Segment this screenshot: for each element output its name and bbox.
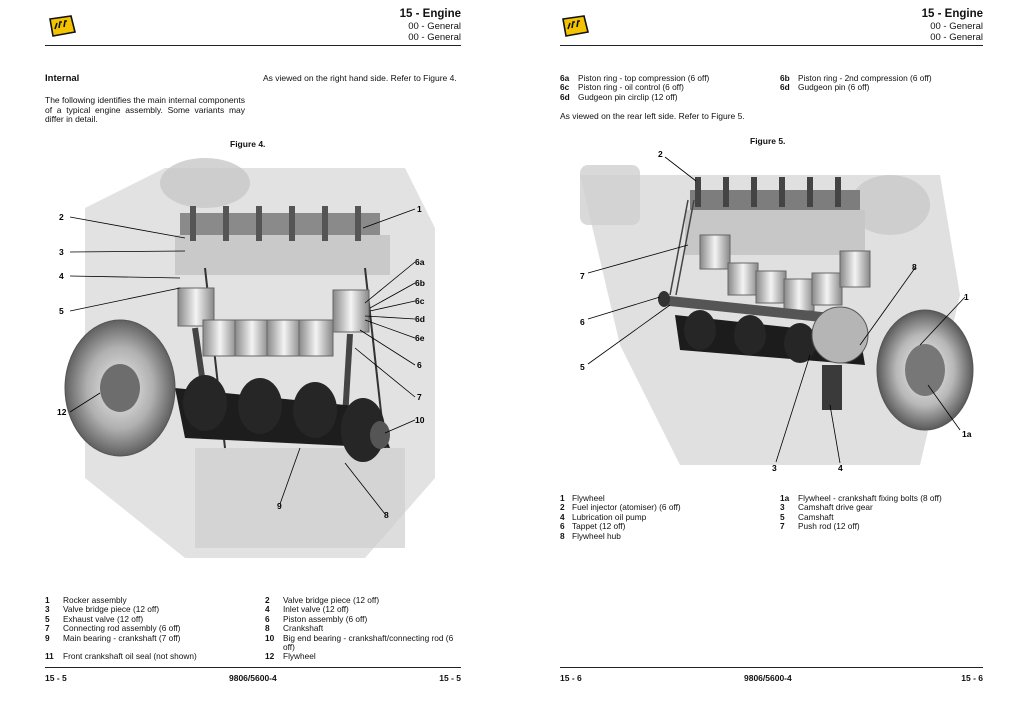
callout-10: 10 xyxy=(415,415,425,425)
callout-1a: 1a xyxy=(962,429,972,439)
callout-6b: 6b xyxy=(415,278,425,288)
footer-rule xyxy=(45,667,461,668)
callout-7: 7 xyxy=(580,271,585,281)
section-heading: Internal xyxy=(45,73,80,84)
page-number: 15 - 5 xyxy=(45,673,67,683)
page-number: 15 - 6 xyxy=(961,673,983,683)
callout-8: 8 xyxy=(912,262,917,272)
chapter-title: 15 - Engine xyxy=(921,8,983,20)
leader-lines xyxy=(587,156,966,464)
engine-figure-rear-left: 2 7 6 5 8 1 1a 3 4 xyxy=(580,149,974,473)
view-note: As viewed on the rear left side. Refer t… xyxy=(560,111,745,121)
page-header: 15 - Engine 00 - General 00 - General xyxy=(400,7,461,43)
jcb-logo-icon xyxy=(49,15,76,37)
header-rule xyxy=(45,45,461,46)
valve-train xyxy=(685,177,865,255)
header-rule xyxy=(560,45,983,46)
callout-6c: 6c xyxy=(415,296,425,306)
camshaft xyxy=(658,291,850,325)
callout-6: 6 xyxy=(580,317,585,327)
callout-6: 6 xyxy=(417,360,422,370)
section-subtitle: 00 - General xyxy=(408,32,461,43)
intro-paragraph: The following identifies the main intern… xyxy=(45,95,245,125)
engine-figure-right-side: 2 3 4 5 12 1 6a 6b 6c 6d 6e 6 7 10 8 9 xyxy=(57,158,435,558)
document-number: 9806/5600-4 xyxy=(744,673,792,683)
callout-5: 5 xyxy=(59,306,64,316)
callout-5: 5 xyxy=(580,362,585,372)
page-number: 15 - 6 xyxy=(560,673,582,683)
jcb-logo-icon xyxy=(562,15,589,37)
lubrication-oil-pump xyxy=(822,365,842,410)
crankshaft xyxy=(675,310,865,365)
section-subtitle: 00 - General xyxy=(930,32,983,43)
callout-7: 7 xyxy=(417,392,422,402)
page-header: 15 - Engine 00 - General 00 - General xyxy=(922,7,983,43)
callout-8: 8 xyxy=(384,510,389,520)
figure-title: Figure 5. xyxy=(750,136,786,146)
callout-12: 12 xyxy=(57,407,67,417)
callout-3: 3 xyxy=(772,463,777,473)
page-number: 15 - 5 xyxy=(439,673,461,683)
leader-lines xyxy=(69,208,416,515)
view-note: As viewed on the right hand side. Refer … xyxy=(263,73,457,83)
callout-6e: 6e xyxy=(415,333,425,343)
footer-rule xyxy=(560,667,983,668)
callout-6a: 6a xyxy=(415,257,425,267)
callout-2: 2 xyxy=(658,149,663,159)
figure-title: Figure 4. xyxy=(230,139,266,149)
section-subtitle: 00 - General xyxy=(930,21,983,32)
callout-2: 2 xyxy=(59,212,64,222)
crankshaft xyxy=(175,375,390,462)
callout-6d: 6d xyxy=(415,314,425,324)
piston-assemblies xyxy=(699,234,871,312)
callout-4: 4 xyxy=(838,463,843,473)
callout-1: 1 xyxy=(964,292,969,302)
chapter-title: 15 - Engine xyxy=(399,8,461,20)
piston-assemblies xyxy=(177,287,370,357)
left-page: 15 - Engine 00 - General 00 - General In… xyxy=(45,7,465,683)
callout-1: 1 xyxy=(417,204,422,214)
callout-4: 4 xyxy=(59,271,64,281)
section-subtitle: 00 - General xyxy=(408,21,461,32)
right-page: 15 - Engine 00 - General 00 - General 6a… xyxy=(506,0,1012,721)
camshaft-drive-gear xyxy=(811,306,869,364)
flywheel-hub xyxy=(100,364,140,412)
callout-9: 9 xyxy=(277,501,282,511)
callout-3: 3 xyxy=(59,247,64,257)
flywheel-hub xyxy=(905,344,945,396)
document-number: 9806/5600-4 xyxy=(229,673,277,683)
